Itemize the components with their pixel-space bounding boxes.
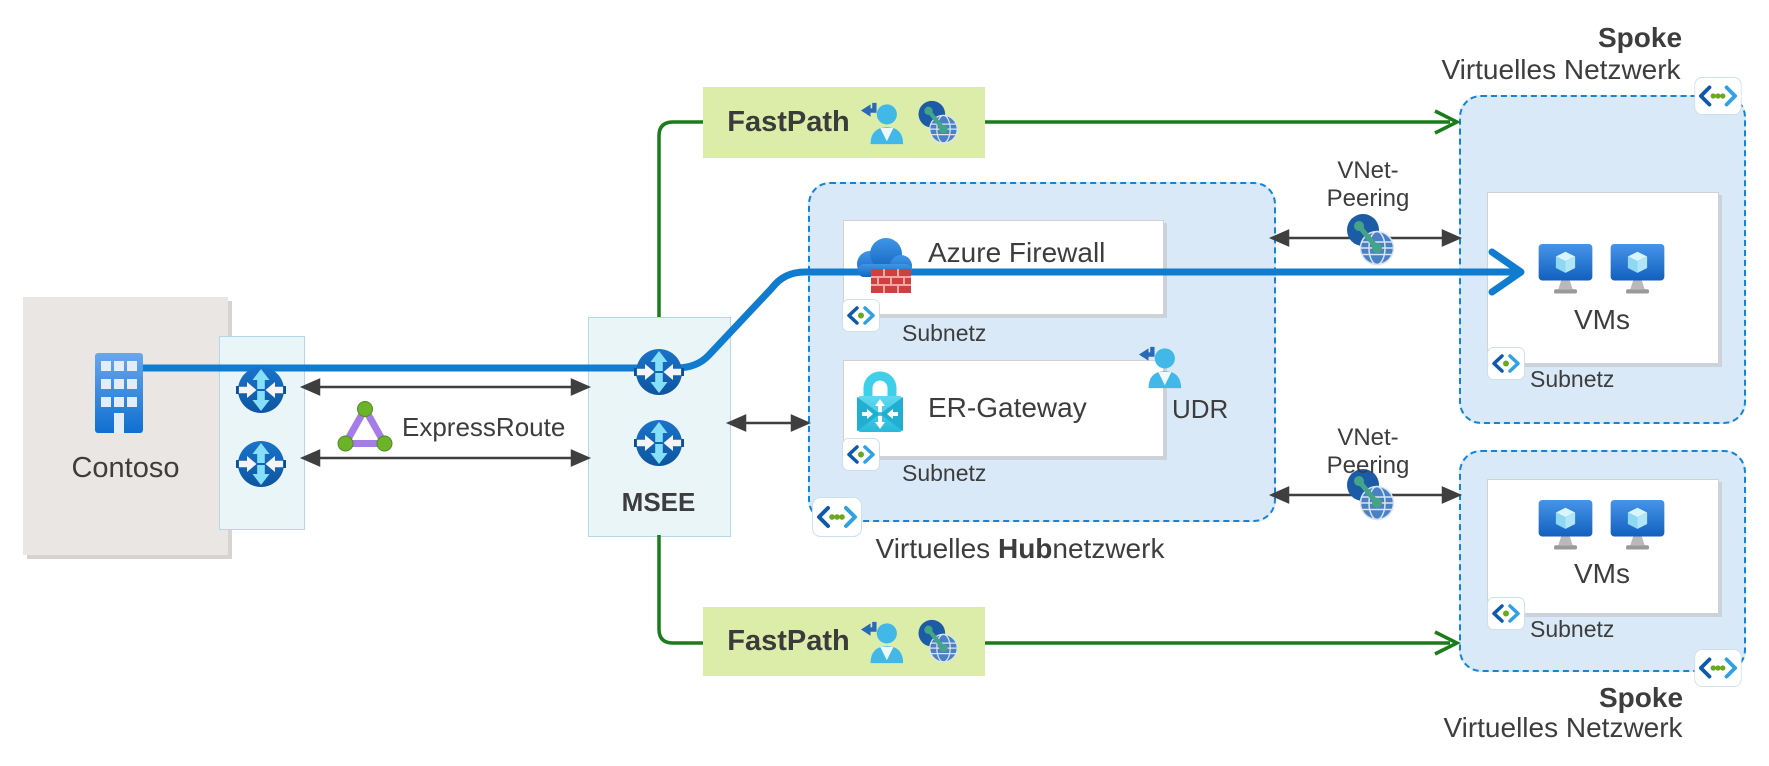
spoke-top-vm-icon-2 [1610,244,1665,294]
fastpath-top-globe-route-icon [916,100,961,145]
spoke-bottom-vm-icon-1 [1538,500,1593,550]
er-gateway-label: ER-Gateway [928,392,1087,423]
spoke-bottom-title: Spoke [1598,682,1684,713]
ce-router-icon-2 [236,439,286,489]
peering-top-line1: VNet- [1337,157,1399,184]
hub-title-prefix: Virtuelles [875,533,998,564]
ce-router-icon-1 [236,365,286,415]
spoke-top-vms-label: VMs [1574,304,1630,335]
peering-top-globe-icon [1344,213,1398,267]
peering-bottom-line1: VNet- [1337,424,1399,451]
expressroute-circuit-icon [337,400,393,452]
peering-top-label: VNet- Peering [1288,157,1448,213]
hub-title: Virtuelles Hubnetzwerk [860,533,1180,565]
spoke-top-title: Spoke [1597,22,1683,53]
contoso-label: Contoso [71,452,180,484]
spoke-bottom-vms-label: VMs [1574,558,1630,589]
udr-user-icon [1138,344,1184,390]
spoke-top-subtitle: Virtuelles Netzwerk [1441,54,1681,85]
hub-title-bold: Hub [997,533,1053,564]
hub-subnet-firewall-label: Subnetz [902,320,987,346]
spoke-bottom-subnet-box [1487,479,1719,614]
er-gateway-icon [853,366,907,434]
msee-router-icon-2 [634,418,684,468]
hub-vnet-icon [812,497,862,537]
udr-label: UDR [1172,394,1229,424]
msee-label: MSEE [621,487,696,517]
fastpath-bottom-user-route-icon [860,619,906,665]
peering-bottom-label: VNet- Peering [1288,424,1448,480]
peering-bottom-line2: Peering [1326,452,1410,479]
spoke-bottom-subnet-icon [1487,597,1525,630]
fastpath-top-label: FastPath [727,106,850,138]
azure-firewall-icon [848,224,918,294]
hub-title-suffix: netzwerk [1052,533,1165,564]
spoke-bottom-subnet-label: Subnetz [1530,616,1615,642]
azure-firewall-label: Azure Firewall [928,237,1106,268]
expressroute-label: ExpressRoute [402,412,566,442]
spoke-top-subnet-label: Subnetz [1530,366,1615,392]
hub-subnet-gateway-label: Subnetz [902,460,987,486]
msee-router-icon-1 [634,347,684,397]
spoke-top-subnet-icon [1487,347,1525,380]
fastpath-bottom-badge: FastPath [703,607,985,676]
spoke-top-vm-icon-1 [1538,244,1593,294]
fastpath-bottom-globe-route-icon [916,619,961,664]
fastpath-bottom-label: FastPath [727,625,850,657]
spoke-top-subnet-box [1487,192,1719,364]
hub-subnet-icon-gateway [842,438,880,471]
hub-subnet-icon-firewall [842,299,880,332]
spoke-bottom-subtitle: Virtuelles Netzwerk [1443,712,1683,743]
fastpath-top-badge: FastPath [703,87,985,158]
spoke-bottom-vm-icon-2 [1610,500,1665,550]
peering-top-line2: Peering [1326,185,1410,212]
fastpath-top-user-route-icon [860,100,906,146]
contoso-building-icon [95,353,143,433]
